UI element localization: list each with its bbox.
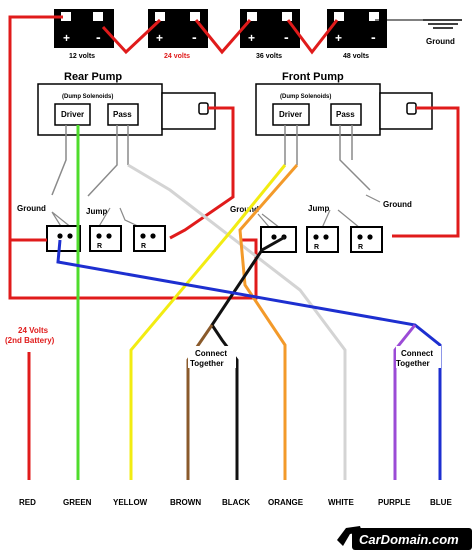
wire-blue	[56, 239, 442, 480]
front-pump: (Dump Solenoids) Driver Pass	[255, 83, 433, 136]
battery-4-label: 48 volts	[343, 53, 369, 60]
connect-together-2: Connect Together	[396, 346, 441, 368]
svg-text:(Dump Solenoids): (Dump Solenoids)	[280, 94, 331, 100]
rear-ground-label: Ground	[17, 204, 46, 213]
battery-link-2-3	[194, 19, 252, 55]
ground-icon	[375, 19, 462, 29]
label-red: RED	[19, 498, 36, 507]
label-green: GREEN	[63, 498, 92, 507]
svg-text:R: R	[314, 244, 319, 251]
battery-2-label: 24 volts	[164, 53, 190, 60]
battery-link-3-4	[286, 19, 339, 55]
rear-jump-label: Jump	[86, 207, 107, 216]
svg-text:Pass: Pass	[113, 110, 132, 119]
battery-link-1-2	[101, 18, 162, 55]
svg-text:Driver: Driver	[279, 110, 302, 119]
svg-text:-: -	[96, 29, 101, 45]
label-black: BLACK	[222, 498, 250, 507]
svg-text:Together: Together	[396, 359, 430, 368]
front-ground-label: Ground	[230, 205, 259, 214]
battery-3-label: 36 volts	[256, 53, 282, 60]
ground-label-top: Ground	[426, 37, 455, 46]
svg-text:-: -	[192, 29, 197, 45]
svg-text:Driver: Driver	[61, 110, 84, 119]
svg-text:R: R	[358, 244, 363, 251]
rear-relay-block: R R	[46, 225, 166, 252]
label-purple: PURPLE	[378, 498, 411, 507]
front-driver-solenoid	[272, 103, 310, 126]
front-ground-label-2: Ground	[383, 200, 412, 209]
second-battery-label-1: 24 Volts	[18, 326, 49, 335]
label-blue: BLUE	[430, 498, 452, 507]
svg-text:CarDomain.com: CarDomain.com	[359, 532, 459, 547]
svg-text:-: -	[284, 29, 289, 45]
front-jump-label: Jump	[308, 204, 329, 213]
label-brown: BROWN	[170, 498, 201, 507]
battery-4: + - 48 volts	[327, 9, 387, 60]
svg-text:-: -	[371, 29, 376, 45]
svg-text:Connect: Connect	[401, 349, 433, 358]
svg-text:+: +	[63, 31, 70, 45]
svg-text:R: R	[141, 243, 146, 250]
second-battery-label-2: (2nd Battery)	[5, 336, 55, 345]
rear-driver-solenoid	[54, 103, 91, 126]
wire-black	[210, 235, 286, 480]
label-yellow: YELLOW	[113, 498, 148, 507]
front-pump-power-wire	[392, 106, 460, 238]
wire-white	[127, 163, 347, 480]
svg-text:+: +	[335, 31, 342, 45]
battery-3: + - 36 volts	[240, 9, 300, 60]
rear-pump-terminal	[198, 102, 209, 115]
svg-text:(Dump Solenoids): (Dump Solenoids)	[62, 94, 113, 100]
cardomain-logo: CarDomain.com	[337, 526, 472, 550]
svg-text:R: R	[97, 243, 102, 250]
battery-1-label: 12 volts	[69, 53, 95, 60]
rear-pump-power-wire	[169, 106, 235, 240]
label-orange: ORANGE	[268, 498, 304, 507]
connect-together-1: Connect Together	[188, 346, 236, 368]
rear-pass-solenoid	[107, 103, 139, 126]
battery-2: + - 24 volts	[148, 9, 208, 60]
svg-text:Connect: Connect	[195, 349, 227, 358]
front-pump-title: Front Pump	[282, 71, 344, 83]
front-pass-solenoid	[330, 103, 362, 126]
svg-text:+: +	[156, 31, 163, 45]
rear-pump: (Dump Solenoids) Driver Pass	[37, 83, 216, 136]
svg-text:+: +	[248, 31, 255, 45]
svg-text:Together: Together	[190, 359, 224, 368]
main-positive-wire	[8, 15, 258, 300]
label-white: WHITE	[328, 498, 354, 507]
rear-pump-title: Rear Pump	[64, 71, 122, 83]
wire-yellow	[129, 164, 287, 480]
wire-orange	[238, 164, 299, 480]
wire-purple	[393, 324, 417, 480]
svg-text:Pass: Pass	[336, 110, 355, 119]
front-pump-terminal	[406, 102, 417, 115]
